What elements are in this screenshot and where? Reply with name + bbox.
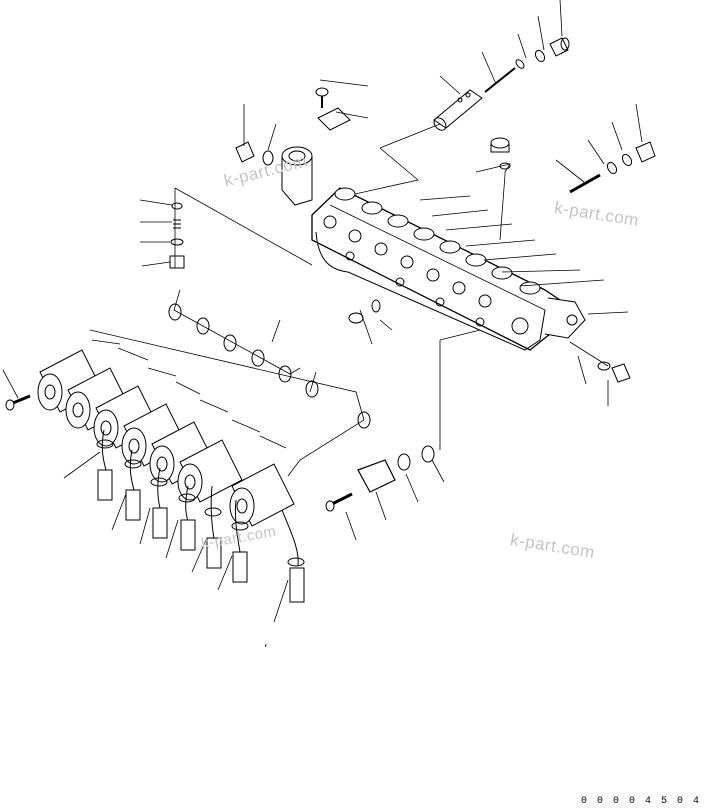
solenoid-group xyxy=(37,349,295,527)
valve-body xyxy=(281,146,586,351)
connector-group xyxy=(96,429,305,603)
valve-bores xyxy=(323,215,529,335)
fasteners xyxy=(5,394,411,512)
solenoid-6 xyxy=(177,439,243,503)
document-number: 0 0 0 0 4 5 0 4 xyxy=(580,796,701,807)
o-ring-set xyxy=(168,303,435,463)
tick-mark: , xyxy=(264,636,268,649)
leader-lines xyxy=(2,0,643,623)
